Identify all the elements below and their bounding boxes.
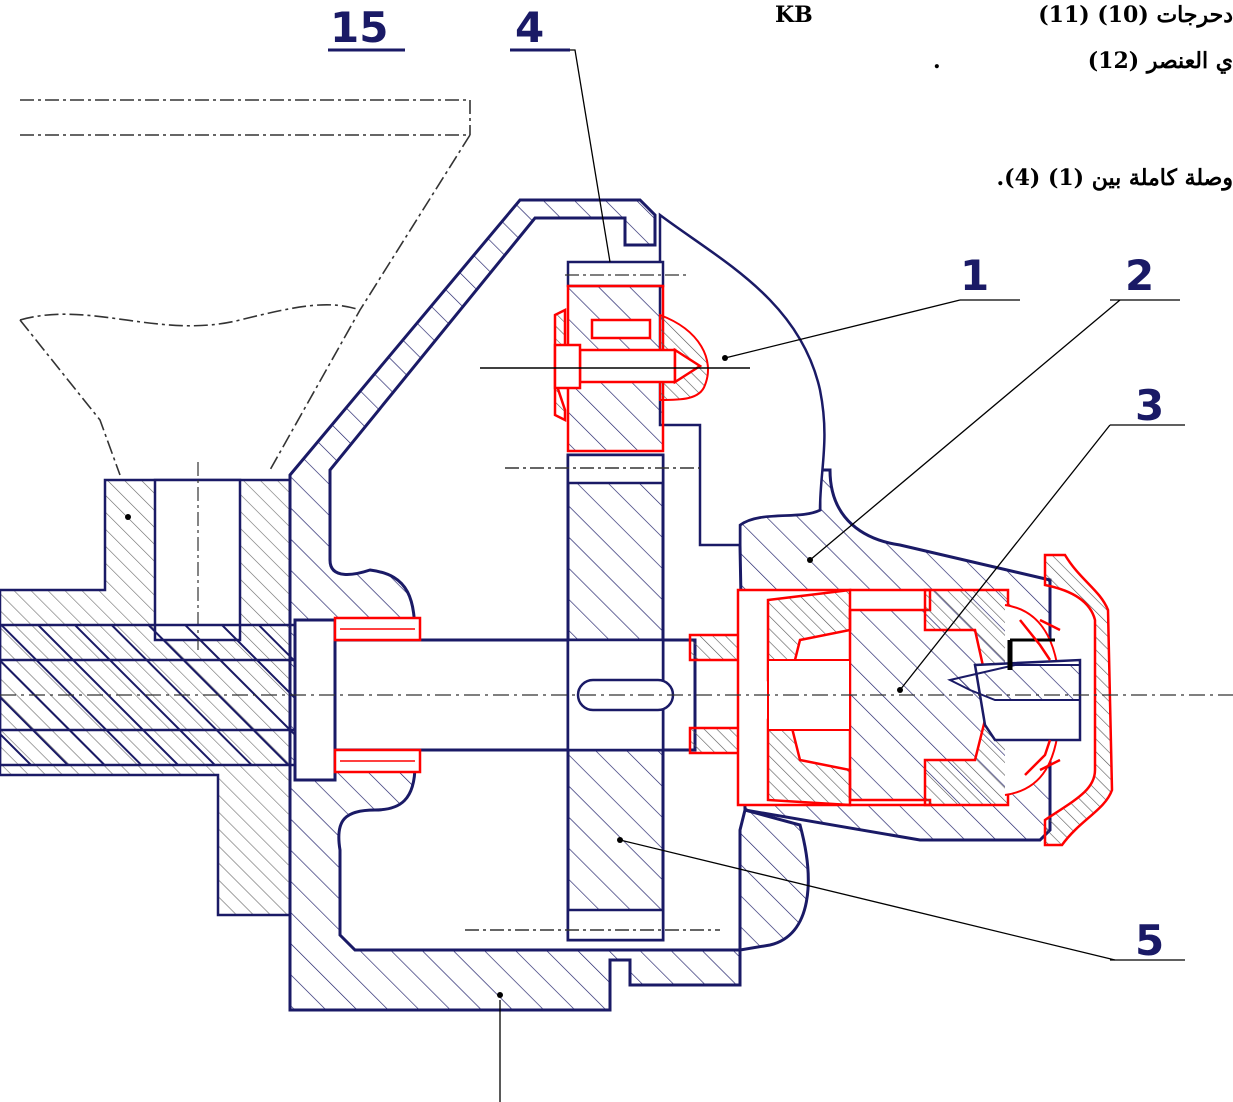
part-label-15: 15 xyxy=(330,3,388,52)
text-line-element: ي العنصر (12) xyxy=(1087,48,1233,74)
part-label-1: 1 xyxy=(960,251,989,300)
text-line-dot: . xyxy=(933,48,941,74)
pinion-assembly xyxy=(480,260,750,453)
part-label-2: 2 xyxy=(1125,251,1154,300)
bearing-housing xyxy=(688,588,1010,807)
hopper-outline xyxy=(19,99,471,476)
text-line-bearings: دحرجات (10) (11) xyxy=(1038,2,1233,28)
part-labels: 15 4 1 2 3 5 xyxy=(330,3,1164,965)
shaft-nut xyxy=(947,618,1082,776)
text-line-connection: وصلة كاملة بين (1) (4). xyxy=(996,165,1233,191)
part-label-4: 4 xyxy=(515,3,544,52)
leader-lines xyxy=(499,49,1185,1102)
part-label-3: 3 xyxy=(1135,381,1164,430)
text-line-kb: KB xyxy=(775,2,813,28)
leader-dots xyxy=(125,355,903,998)
part-label-5: 5 xyxy=(1135,916,1164,965)
gear-wheel xyxy=(465,453,720,942)
